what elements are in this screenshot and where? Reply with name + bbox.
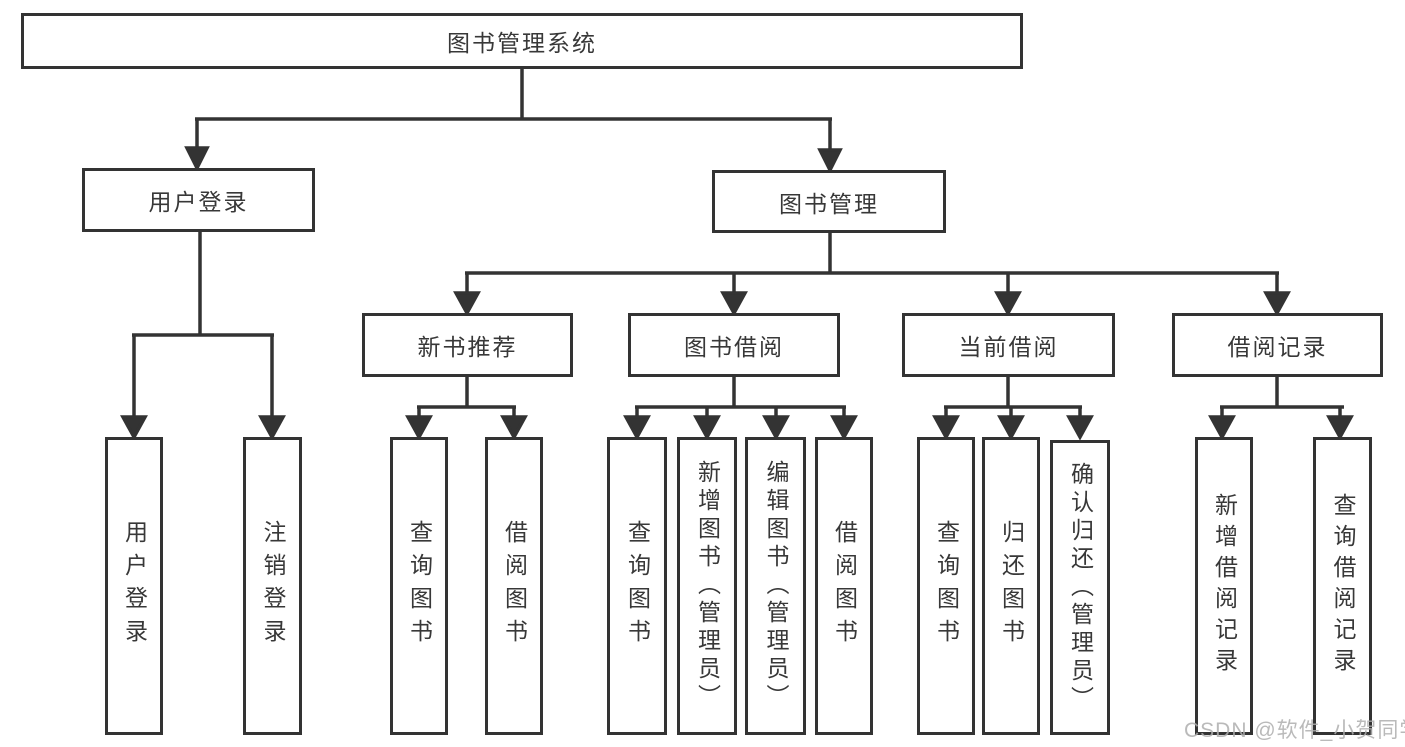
leaf-query-borrow-record-label: 查询借阅记录 (1330, 493, 1356, 679)
leaf-add-books-admin-label: 新增图书（管理员） (694, 460, 721, 712)
leaf-user-login: 用户登录 (105, 437, 163, 735)
leaf-query-books-recommend: 查询图书 (390, 437, 448, 735)
leaf-query-books-current: 查询图书 (917, 437, 975, 735)
leaf-edit-books-admin-label: 编辑图书（管理员） (763, 460, 789, 712)
leaf-query-books-recommend-label: 查询图书 (406, 520, 433, 652)
leaf-return-books-label: 归还图书 (998, 520, 1025, 652)
leaf-user-login-label: 用户登录 (121, 520, 148, 652)
node-current-borrowing: 当前借阅 (902, 313, 1115, 377)
node-user-login: 用户登录 (82, 168, 315, 232)
leaf-add-books-admin: 新增图书（管理员） (677, 437, 737, 735)
leaf-add-borrow-record-label: 新增借阅记录 (1211, 493, 1238, 679)
leaf-query-borrow-record: 查询借阅记录 (1313, 437, 1372, 735)
node-new-book-recommend: 新书推荐 (362, 313, 573, 377)
node-library-system: 图书管理系统 (21, 13, 1023, 69)
leaf-borrow-books-recommend-label: 借阅图书 (501, 520, 528, 652)
node-book-management: 图书管理 (712, 170, 946, 233)
leaf-query-books-current-label: 查询图书 (933, 520, 960, 652)
leaf-add-borrow-record: 新增借阅记录 (1195, 437, 1253, 735)
node-user-login-label: 用户登录 (148, 189, 249, 215)
leaf-borrow-books-label: 借阅图书 (831, 520, 858, 652)
leaf-edit-books-admin: 编辑图书（管理员） (745, 437, 806, 735)
node-borrowing-records-label: 借阅记录 (1227, 334, 1328, 360)
leaf-confirm-return-admin: 确认归还（管理员） (1050, 440, 1110, 735)
node-book-borrowing: 图书借阅 (628, 313, 840, 377)
leaf-borrow-books-recommend: 借阅图书 (485, 437, 543, 735)
node-library-system-label: 图书管理系统 (447, 30, 597, 56)
leaf-logout: 注销登录 (243, 437, 302, 735)
leaf-query-books-borrowing-label: 查询图书 (624, 520, 651, 652)
csdn-watermark: CSDN @软件_小贺同学 (1184, 719, 1405, 742)
leaf-confirm-return-admin-label: 确认归还（管理员） (1067, 461, 1094, 714)
leaf-return-books: 归还图书 (982, 437, 1040, 735)
node-book-management-label: 图书管理 (779, 190, 879, 217)
node-new-book-recommend-label: 新书推荐 (417, 334, 518, 360)
node-current-borrowing-label: 当前借阅 (958, 334, 1059, 360)
leaf-query-books-borrowing: 查询图书 (607, 437, 667, 735)
leaf-borrow-books: 借阅图书 (815, 437, 873, 735)
node-book-borrowing-label: 图书借阅 (684, 334, 784, 360)
node-borrowing-records: 借阅记录 (1172, 313, 1383, 377)
leaf-logout-label: 注销登录 (260, 520, 286, 652)
